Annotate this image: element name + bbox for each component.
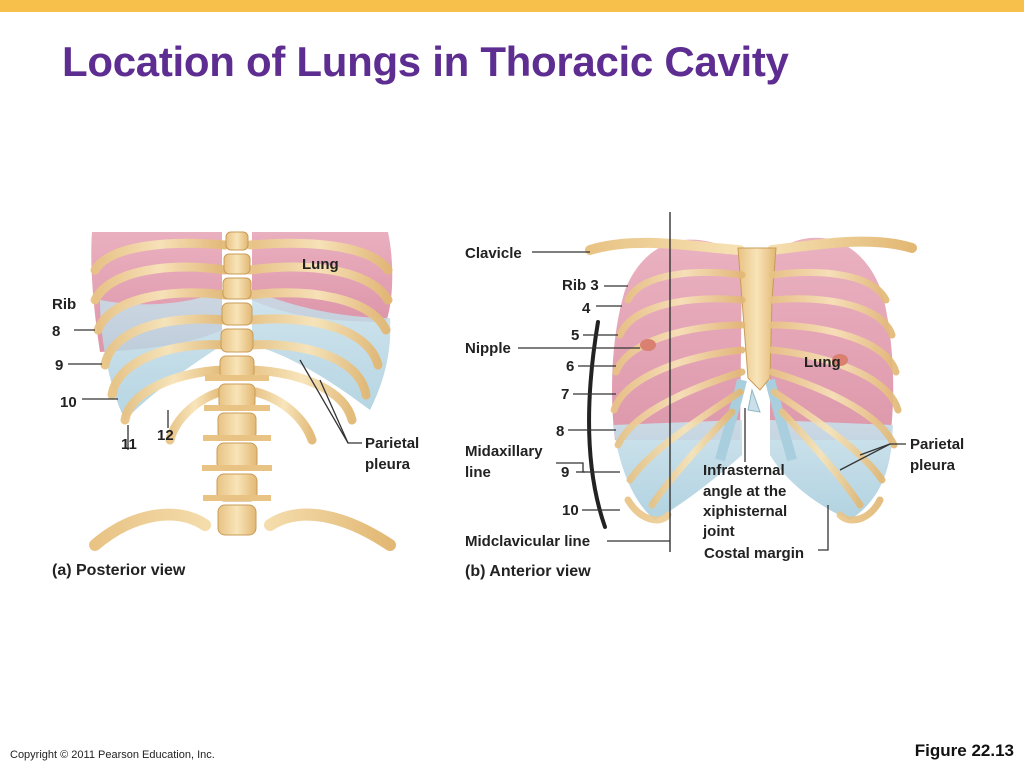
anterior-clavicles	[585, 236, 917, 255]
anterior-right-lung	[612, 239, 742, 440]
posterior-spine	[202, 231, 272, 536]
anterior-sternum	[737, 247, 777, 391]
posterior-rib12-label: 12	[157, 427, 174, 444]
anterior-right-nipple	[640, 339, 656, 351]
posterior-rib9-label: 9	[55, 357, 63, 374]
infrasternal-label-2: angle at the	[703, 483, 786, 500]
costal-margin-label: Costal margin	[704, 545, 804, 562]
anterior-lung-label: Lung	[804, 354, 841, 371]
clavicle-label: Clavicle	[465, 245, 522, 262]
top-accent-bar	[0, 0, 1024, 12]
anterior-rib3-label: Rib 3	[562, 277, 599, 294]
anterior-pleura-label: pleura	[910, 457, 956, 474]
anterior-parietal-label: Parietal	[910, 436, 964, 453]
slide-title: Location of Lungs in Thoracic Cavity	[62, 38, 789, 85]
infrasternal-label-4: joint	[702, 523, 735, 540]
copyright-notice: Copyright © 2011 Pearson Education, Inc.	[10, 749, 215, 761]
posterior-pleura-label: pleura	[365, 456, 411, 473]
anterior-rib7-label: 7	[561, 386, 569, 403]
nipple-label: Nipple	[465, 340, 511, 357]
posterior-rib-label: Rib	[52, 296, 76, 313]
posterior-pelvis	[89, 508, 396, 551]
anterior-rib8-label: 8	[556, 423, 564, 440]
posterior-lung-label: Lung	[302, 256, 339, 273]
anterior-view-caption: (b) Anterior view	[465, 563, 591, 580]
figure-number: Figure 22.13	[914, 741, 1014, 760]
anterior-rib9-label: 9	[561, 464, 569, 481]
anterior-left-nipple	[832, 354, 848, 366]
midaxillary-line-label: line	[465, 464, 491, 481]
posterior-parietal-label: Parietal	[365, 435, 419, 452]
anterior-left-lung	[770, 237, 894, 440]
midclavicular-line	[587, 320, 607, 529]
anterior-rib4-label: 4	[582, 300, 591, 317]
posterior-rib11-label: 11	[121, 436, 137, 453]
anterior-view: Clavicle Rib 3 4 5 Nipple 6 7 8 Midaxill…	[465, 212, 964, 580]
anterior-rib5-label: 5	[571, 327, 579, 344]
posterior-rib8-label: 8	[52, 323, 60, 340]
anterior-rib6-label: 6	[566, 358, 574, 375]
midaxillary-label: Midaxillary	[465, 443, 543, 460]
posterior-view-caption: (a) Posterior view	[52, 562, 186, 579]
posterior-view: Lung Rib 8 9 10 11 12 Parietal pleura (a…	[52, 231, 419, 579]
midclavicular-label: Midclavicular line	[465, 533, 590, 550]
posterior-rib10-label: 10	[60, 394, 77, 411]
infrasternal-label-1: Infrasternal	[703, 462, 785, 479]
anterior-rib10-label: 10	[562, 502, 579, 519]
infrasternal-label-3: xiphisternal	[703, 503, 787, 520]
